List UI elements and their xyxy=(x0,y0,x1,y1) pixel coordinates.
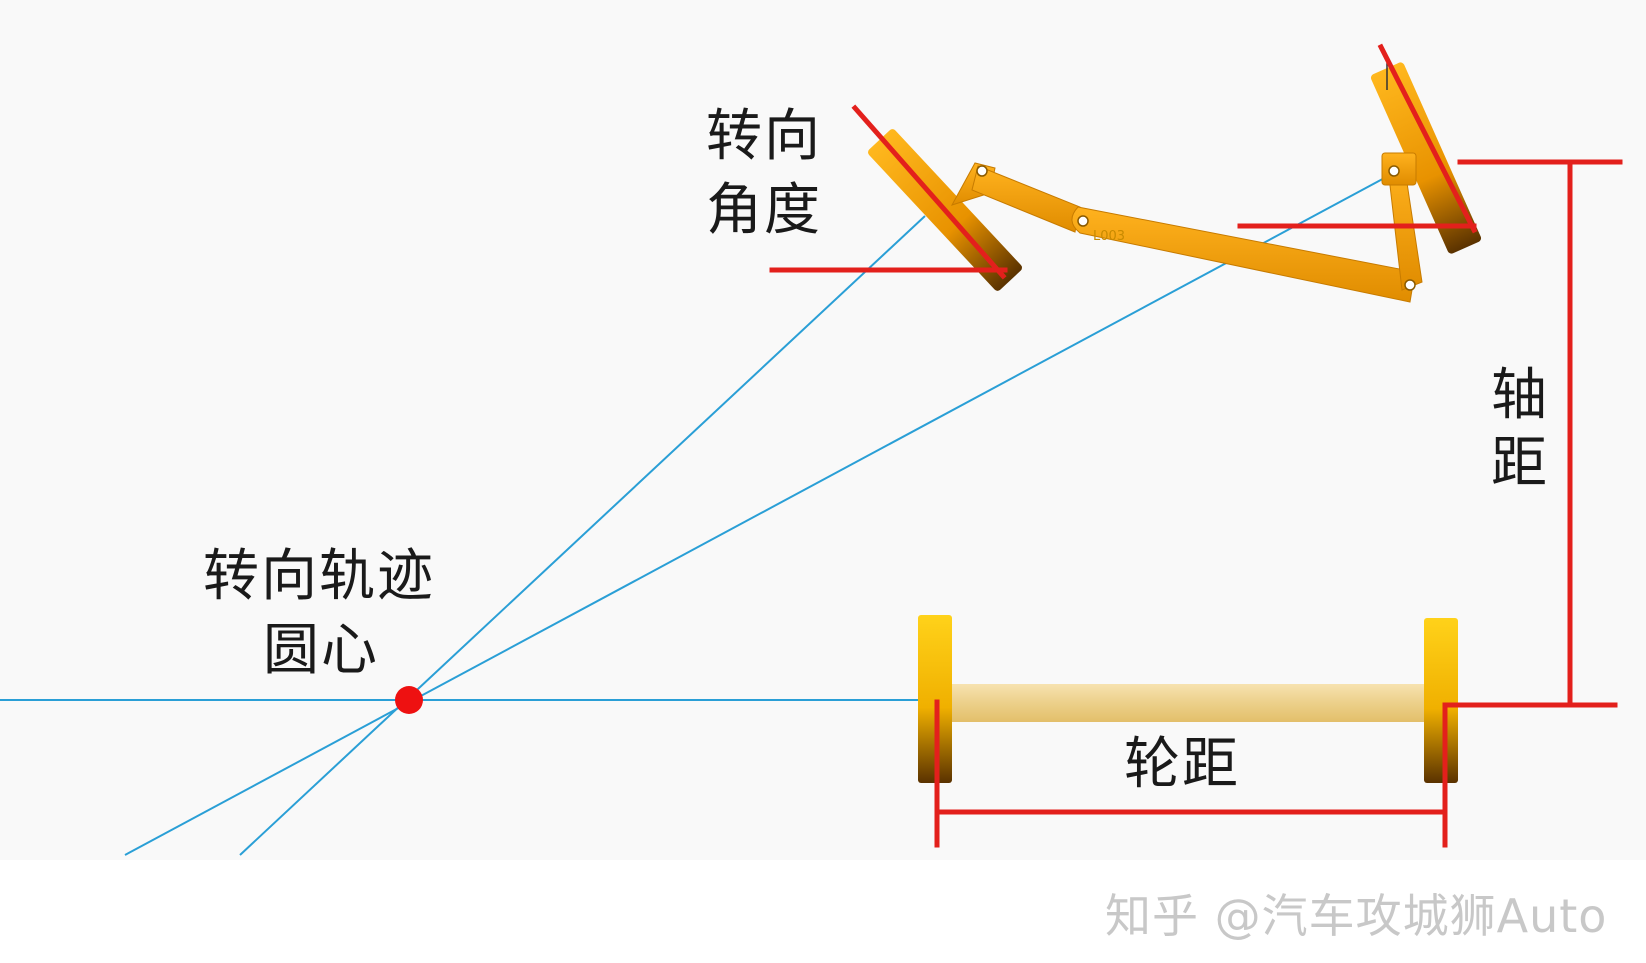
steering-linkage: L003 xyxy=(868,62,1482,303)
pivot-joint-1 xyxy=(976,165,988,177)
right-wheel-angle-line xyxy=(1377,43,1478,234)
rear-right-wheel xyxy=(1424,618,1458,783)
front-right-wheel xyxy=(1370,62,1482,254)
construction-lines xyxy=(0,174,1391,856)
steering-angle-label-line2: 角度 xyxy=(706,178,822,243)
rear-axle xyxy=(945,684,1430,722)
diagram-canvas: L003 xyxy=(0,43,1623,856)
pivot-joint-3 xyxy=(1404,279,1416,291)
inner-wheel-normal-line xyxy=(239,215,926,856)
turning-center-point xyxy=(395,686,423,714)
watermark: 知乎 @汽车攻城狮Auto xyxy=(1105,889,1608,943)
rear-left-wheel xyxy=(918,615,952,783)
turning-center-label-line1: 转向轨迹 xyxy=(203,544,435,609)
rear-axle-assembly xyxy=(918,615,1458,783)
turning-center-label-line2: 圆心 xyxy=(263,618,379,683)
wheelbase-label: 轴距 xyxy=(1491,363,1549,496)
steering-angle-label-line1: 转向 xyxy=(706,104,822,169)
outer-wheel-normal-line xyxy=(124,174,1391,856)
center-tie-rod xyxy=(1071,206,1416,303)
track-width-label: 轮距 xyxy=(1124,732,1240,797)
pivot-joint-4 xyxy=(1388,165,1400,177)
part-tag: L003 xyxy=(1093,229,1125,244)
left-tie-rod xyxy=(971,165,1081,233)
left-wheel-angle-line xyxy=(851,104,1007,280)
pivot-joint-2 xyxy=(1077,215,1089,227)
ackermann-steering-diagram: L003 转向 角度 转向轨迹 圆心 轴距 轮距 xyxy=(0,43,1623,856)
dimension-lines xyxy=(769,43,1623,848)
